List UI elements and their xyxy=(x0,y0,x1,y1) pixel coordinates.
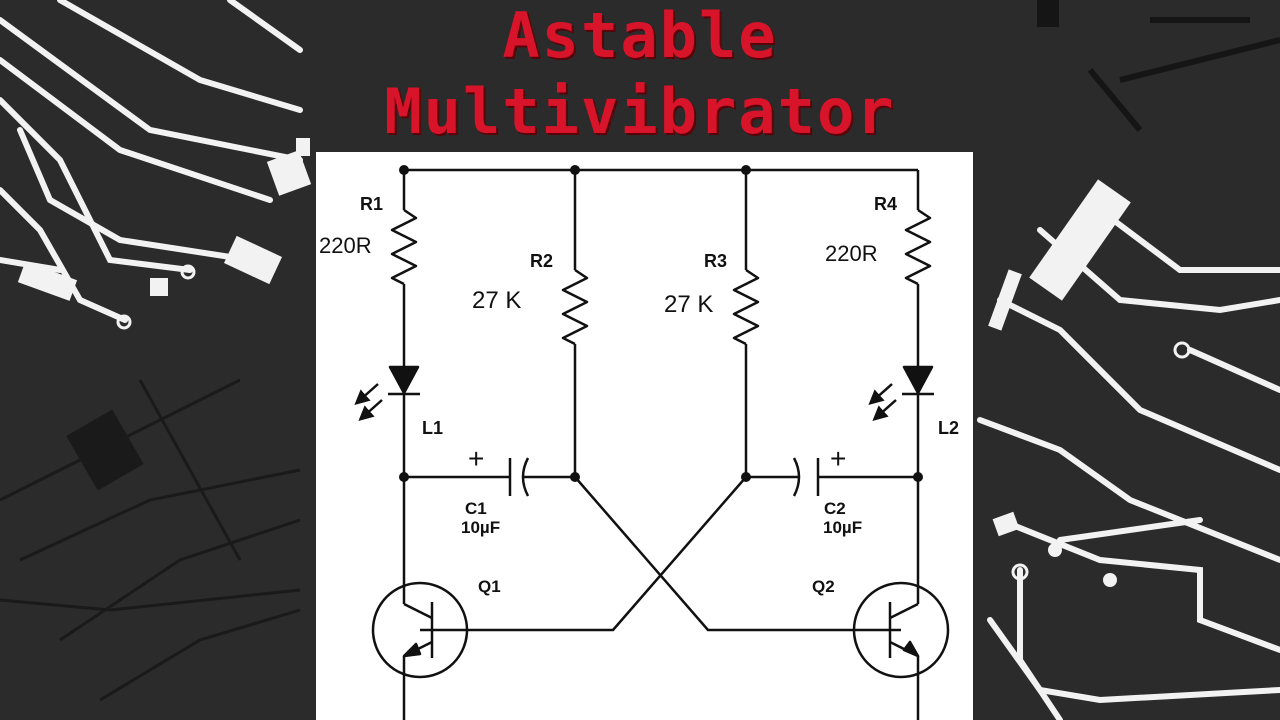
cross-coupling-wires xyxy=(420,476,901,632)
r2-ref-label: R2 xyxy=(530,251,553,271)
r2-resistor-symbol xyxy=(561,170,589,477)
schematic-diagram: R1 220R R2 27 K R3 27 K R4 220R L1 L2 + … xyxy=(319,165,959,720)
r2-value-label: 27 K xyxy=(472,287,521,314)
q1-transistor-symbol xyxy=(371,477,469,720)
c1-value-label: 10µF xyxy=(461,518,500,537)
c1-polarity-label: + xyxy=(468,443,484,474)
r4-resistor-symbol xyxy=(904,170,932,367)
r1-resistor-symbol xyxy=(390,170,418,367)
r4-ref-label: R4 xyxy=(874,194,897,214)
c2-ref-label: C2 xyxy=(824,499,846,518)
c2-capacitor-symbol xyxy=(746,457,918,497)
c1-ref-label: C1 xyxy=(465,499,487,518)
q1-ref-label: Q1 xyxy=(478,577,501,596)
c2-polarity-label: + xyxy=(830,443,846,474)
schematic-panel xyxy=(316,152,973,720)
r3-resistor-symbol xyxy=(732,170,760,477)
left-pcb-parts xyxy=(17,138,312,330)
r3-value-label: 27 K xyxy=(664,291,713,318)
right-pcb-traces xyxy=(977,207,1280,720)
l1-led-symbol xyxy=(354,365,420,477)
c1-capacitor-symbol xyxy=(404,457,575,497)
left-pcb-traces xyxy=(0,0,303,323)
l1-ref-label: L1 xyxy=(422,418,443,438)
l2-ref-label: L2 xyxy=(938,418,959,438)
l2-led-symbol xyxy=(868,365,934,477)
q2-transistor-symbol xyxy=(852,477,950,720)
r1-value-label: 220R xyxy=(319,233,372,258)
r3-ref-label: R3 xyxy=(704,251,727,271)
title-line-2: Multivibrator xyxy=(384,75,896,148)
r1-ref-label: R1 xyxy=(360,194,383,214)
right-dark-traces xyxy=(1037,0,1280,132)
junction-dots xyxy=(399,165,923,482)
r4-value-label: 220R xyxy=(825,241,878,266)
right-pcb-parts xyxy=(988,179,1191,587)
c2-value-label: 10µF xyxy=(823,518,862,537)
q2-ref-label: Q2 xyxy=(812,577,835,596)
left-dark-traces xyxy=(0,378,301,702)
title-line-1: Astable xyxy=(502,0,778,72)
